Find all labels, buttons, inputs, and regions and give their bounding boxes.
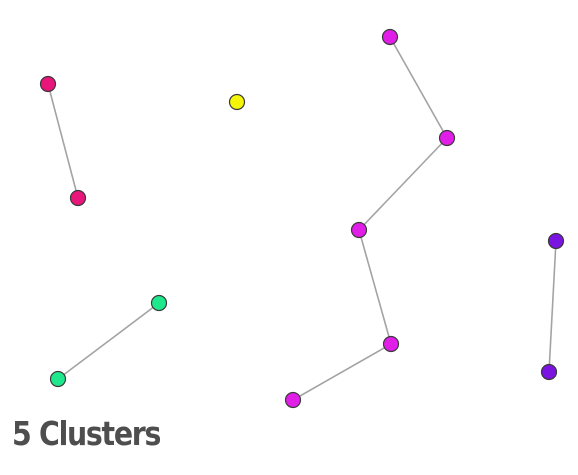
- edge-n8-n9: [358, 229, 392, 345]
- edge-n9-n10: [292, 343, 392, 401]
- node-green-n5: [49, 370, 67, 388]
- node-violet-n12: [540, 363, 558, 381]
- node-magenta-n9: [382, 335, 400, 353]
- node-violet-n11: [547, 232, 565, 250]
- node-green-n4: [150, 294, 168, 312]
- edge-n1-n2: [47, 83, 79, 199]
- edges-layer: [47, 36, 557, 401]
- node-yellow-n3: [228, 93, 246, 111]
- node-crimson-n2: [69, 189, 87, 207]
- nodes-layer: [39, 28, 565, 409]
- node-magenta-n8: [350, 221, 368, 239]
- clusters-caption: 5 Clusters: [12, 414, 161, 453]
- edge-n11-n12: [548, 240, 557, 373]
- node-magenta-n10: [284, 391, 302, 409]
- edge-n7-n8: [358, 137, 448, 231]
- node-magenta-n7: [438, 129, 456, 147]
- edge-n6-n7: [389, 36, 448, 139]
- node-magenta-n6: [381, 28, 399, 46]
- node-crimson-n1: [39, 75, 57, 93]
- edge-n4-n5: [57, 302, 160, 380]
